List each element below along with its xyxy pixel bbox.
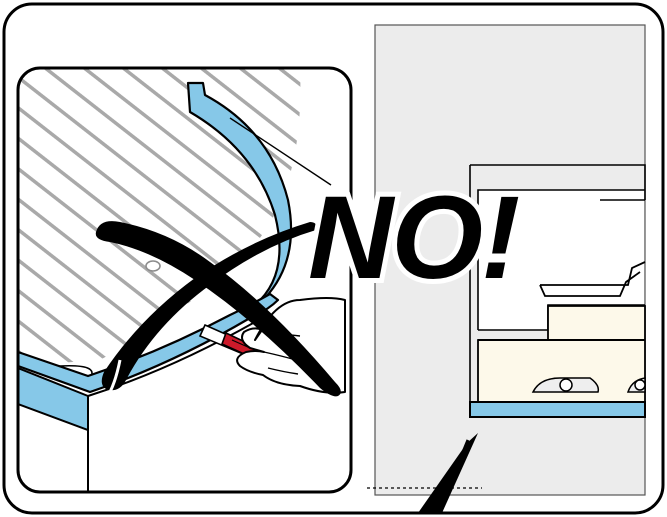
cabinet-edge-strip [470,402,645,417]
inset-panel [18,68,351,492]
warning-text: NO! [308,172,519,304]
screw-hole [146,261,160,271]
